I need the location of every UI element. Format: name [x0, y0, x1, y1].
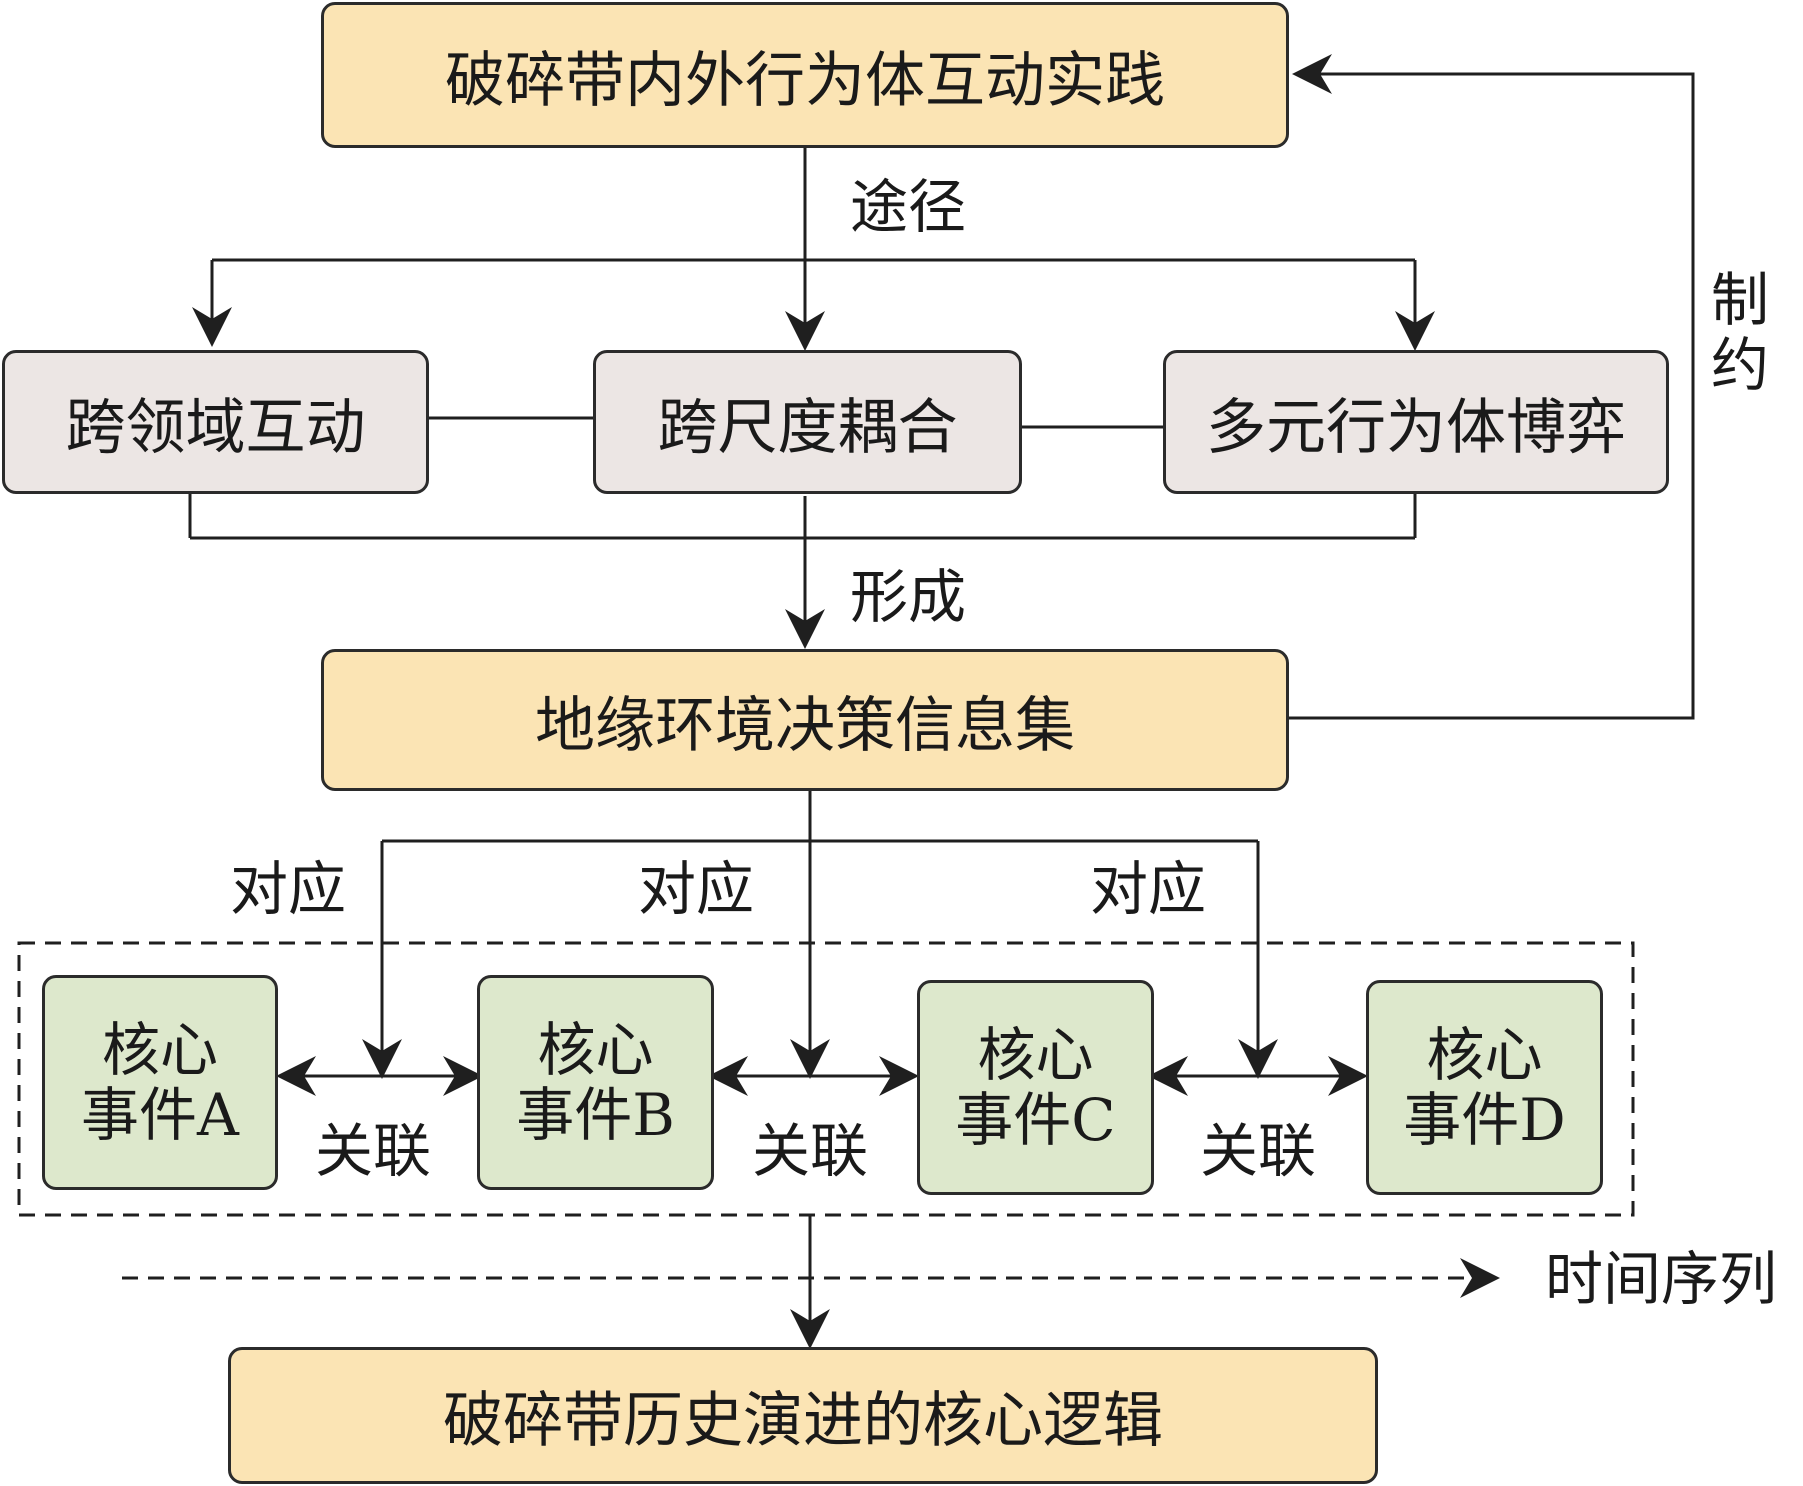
node-event-b: 核心 事件B — [477, 975, 714, 1190]
label-time-series: 时间序列 — [1545, 1245, 1778, 1313]
label-correspond-3: 对应 — [1090, 855, 1207, 923]
label-associate-2: 关联 — [752, 1117, 869, 1185]
node-event-b-line1: 核心 — [537, 1015, 654, 1084]
node-interaction-practice-text: 破碎带内外行为体互动实践 — [445, 45, 1165, 116]
node-event-c-line1: 核心 — [977, 1020, 1094, 1089]
node-cross-domain: 跨领域互动 — [2, 350, 429, 494]
node-event-a-line2: 事件A — [81, 1080, 239, 1149]
node-event-d: 核心 事件D — [1366, 980, 1603, 1195]
node-cross-scale: 跨尺度耦合 — [593, 350, 1022, 494]
label-constrain-char2: 约 — [1710, 330, 1769, 399]
node-core-logic-text: 破碎带历史演进的核心逻辑 — [443, 1386, 1163, 1456]
node-event-d-line1: 核心 — [1426, 1020, 1543, 1089]
node-event-c-line2: 事件C — [955, 1085, 1116, 1154]
node-cross-domain-text: 跨领域互动 — [65, 392, 366, 463]
node-event-b-line2: 事件B — [516, 1080, 675, 1149]
label-form: 形成 — [850, 563, 967, 631]
node-event-c: 核心 事件C — [917, 980, 1154, 1195]
node-multi-actor-text: 多元行为体博弈 — [1206, 392, 1626, 463]
label-constrain-char1: 制 — [1710, 266, 1769, 334]
event-group-frame — [17, 941, 1635, 1217]
node-core-logic: 破碎带历史演进的核心逻辑 — [228, 1347, 1378, 1484]
node-info-set-text: 地缘环境决策信息集 — [535, 690, 1075, 761]
label-correspond-1: 对应 — [230, 855, 347, 923]
label-constrain: 制 约 — [1705, 268, 1775, 398]
node-event-d-line2: 事件D — [1403, 1085, 1566, 1154]
node-event-a: 核心 事件A — [42, 975, 278, 1190]
label-associate-3: 关联 — [1200, 1117, 1317, 1185]
node-cross-scale-text: 跨尺度耦合 — [657, 392, 958, 463]
label-associate-1: 关联 — [315, 1117, 432, 1185]
label-pathway: 途径 — [850, 173, 967, 241]
edge-constraint-loop — [1288, 54, 1695, 720]
label-correspond-2: 对应 — [638, 855, 755, 923]
node-event-a-line1: 核心 — [101, 1015, 218, 1084]
node-interaction-practice: 破碎带内外行为体互动实践 — [321, 2, 1289, 148]
node-multi-actor: 多元行为体博弈 — [1163, 350, 1669, 494]
node-info-set: 地缘环境决策信息集 — [321, 649, 1289, 791]
